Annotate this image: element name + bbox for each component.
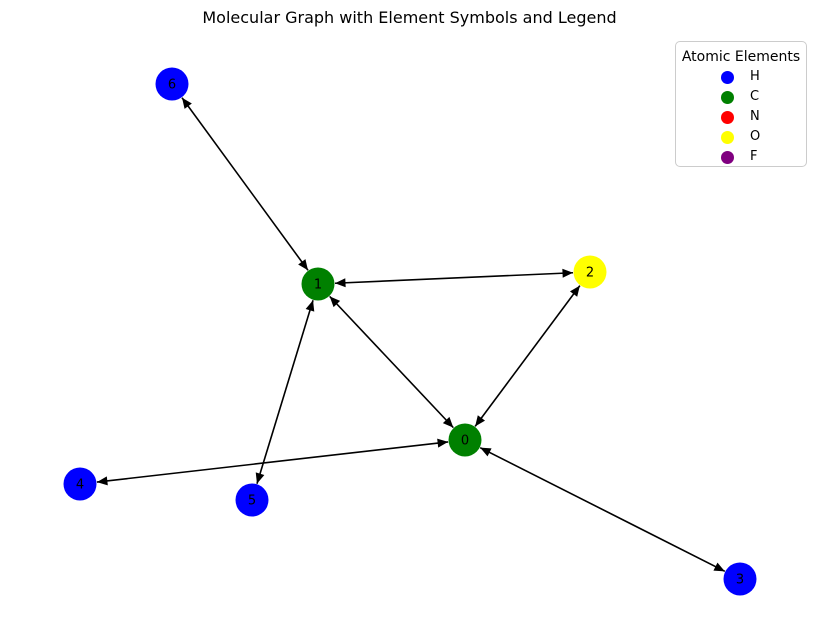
legend-swatch-icon (721, 90, 734, 104)
graph-edge-0-4 (96, 441, 449, 483)
graph-edge-1-5 (256, 300, 314, 484)
legend-entry-F: F (676, 147, 806, 167)
graph-node-label-4: 4 (76, 478, 84, 493)
graph-node-2 (573, 255, 607, 289)
arrowhead-into-5 (255, 472, 265, 484)
arrowhead-into-0 (480, 447, 492, 457)
arrowhead-into-0 (437, 438, 449, 448)
graph-node-label-2: 2 (586, 266, 594, 281)
graph-node-label-1: 1 (314, 278, 322, 293)
legend-swatch-icon (721, 150, 734, 164)
graph-node-0 (448, 423, 482, 457)
graph-edge-0-3 (479, 446, 726, 573)
legend-entry-label: O (750, 129, 761, 144)
graph-edge-0-1 (329, 295, 454, 429)
arrowhead-into-1 (334, 278, 346, 288)
arrowhead-into-0 (442, 416, 454, 428)
graph-node-label-0: 0 (461, 434, 469, 449)
legend-title: Atomic Elements (681, 49, 801, 65)
graph-node-label-5: 5 (248, 494, 256, 509)
graph-node-1 (301, 267, 335, 301)
legend-entry-H: H (676, 67, 806, 87)
figure-title: Molecular Graph with Element Symbols and… (202, 8, 617, 27)
arrowhead-into-6 (182, 97, 192, 109)
arrowhead-into-2 (562, 268, 574, 278)
arrowhead-into-1 (298, 259, 308, 271)
arrowhead-into-1 (329, 296, 341, 308)
graph-edge-1-6 (181, 97, 309, 271)
legend-swatch-icon (721, 70, 734, 84)
graph-node-label-3: 3 (736, 573, 744, 588)
legend-entry-N: N (676, 107, 806, 127)
graph-edge-1-2 (334, 271, 574, 285)
legend-entry-C: C (676, 87, 806, 107)
graph-node-5 (235, 483, 269, 517)
arrowhead-into-1 (305, 300, 315, 312)
arrowhead-into-0 (475, 415, 486, 427)
graph-node-3 (723, 562, 757, 596)
legend-swatch-icon (721, 110, 734, 124)
graph-node-label-6: 6 (168, 78, 176, 93)
legend-entry-label: H (750, 69, 760, 84)
arrowhead-into-4 (96, 476, 108, 486)
graph-edge-0-2 (474, 285, 581, 427)
legend-entry-label: F (750, 149, 758, 164)
legend-entry-label: C (750, 89, 760, 104)
legend-swatch-icon (721, 130, 734, 144)
graph-node-4 (63, 467, 97, 501)
legend-entry-O: O (676, 127, 806, 147)
arrowhead-into-2 (569, 285, 580, 297)
legend-entry-label: N (750, 109, 760, 124)
arrowhead-into-3 (713, 562, 725, 572)
graph-node-6 (155, 67, 189, 101)
